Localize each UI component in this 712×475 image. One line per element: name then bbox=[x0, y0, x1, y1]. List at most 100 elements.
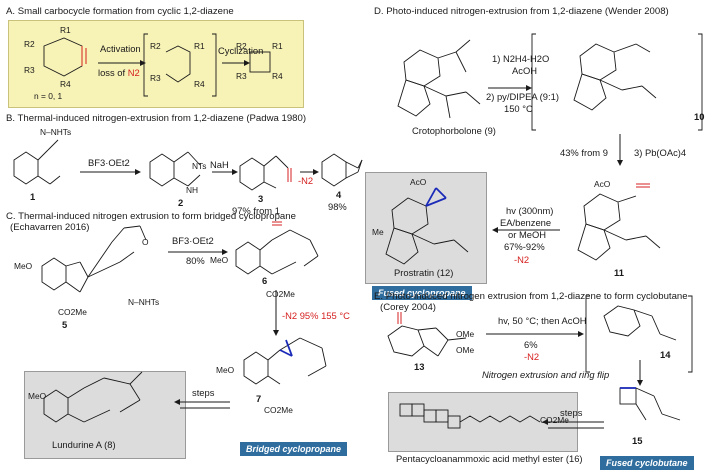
compound-7-structure bbox=[243, 337, 327, 385]
panel-d-yield2: 67%-92% bbox=[504, 241, 545, 252]
panel-d-arrows bbox=[488, 85, 623, 233]
panel-a-cyclization-label: Cyclization bbox=[218, 45, 264, 56]
panel-b-arrows bbox=[80, 169, 319, 175]
prostratin-structure bbox=[385, 187, 469, 265]
panel-d-minus-n2: -N2 bbox=[514, 254, 530, 265]
panel-a-n-label: n = 0, 1 bbox=[34, 91, 63, 101]
prostratin-gray-box bbox=[365, 172, 487, 284]
compound-2-structure bbox=[149, 151, 201, 187]
compound-2-label: 2 bbox=[178, 197, 184, 208]
panel-a-loss-label: loss of N2 bbox=[98, 67, 140, 79]
compound-5-meo: MeO bbox=[14, 261, 33, 271]
compound-3-yield: 97% from 1 bbox=[232, 205, 280, 216]
panel-b-reagent-nah: NaH bbox=[210, 159, 229, 170]
panel-a-highlight-box bbox=[8, 20, 304, 108]
prostratin-me: Me bbox=[372, 227, 384, 237]
compound-6-co2me: CO2Me bbox=[266, 289, 295, 299]
compound-6-meo: MeO bbox=[210, 255, 229, 265]
panel-e-steps: steps bbox=[560, 407, 583, 418]
loss-of-text: loss of bbox=[98, 67, 126, 78]
compound-13-ome1: OMe bbox=[456, 329, 475, 339]
compound-1-nnhts: N–NHTs bbox=[40, 127, 72, 137]
compound-6-structure bbox=[235, 221, 319, 275]
panel-a-product-r2: R2 bbox=[236, 41, 247, 51]
compound-13-structure bbox=[387, 312, 467, 357]
lundurine-name: Lundurine A (8) bbox=[52, 439, 116, 450]
pentacycloanammoxic-co2me: CO2Me bbox=[540, 415, 569, 425]
panel-d-step2: 2) py/DIPEA (9:1) bbox=[486, 91, 559, 102]
panel-e-note: Nitrogen extrusion and ring flip bbox=[482, 369, 610, 380]
panel-e-subtitle: (Corey 2004) bbox=[380, 302, 436, 313]
panel-a-diazene-structure bbox=[43, 37, 87, 77]
lundurine-gray-box bbox=[24, 371, 186, 459]
panel-a-bracket-intermediate bbox=[143, 33, 217, 97]
compound-7-label: 7 bbox=[256, 393, 262, 404]
panel-a-r2: R2 bbox=[24, 39, 35, 49]
compound-11-aco: AcO bbox=[594, 179, 611, 189]
panel-e-conditions: hv, 50 °C; then AcOH bbox=[498, 315, 587, 326]
prostratin-aco: AcO bbox=[410, 177, 427, 187]
compound-1-label: 1 bbox=[30, 191, 36, 202]
panel-a-arrows bbox=[98, 60, 250, 66]
panel-d-solv2: or MeOH bbox=[508, 229, 547, 240]
compound-3-structure bbox=[239, 155, 292, 191]
compound-4-label: 4 bbox=[336, 189, 342, 200]
crotophorbolone-name: Crotophorbolone (9) bbox=[412, 125, 496, 136]
lundurine-a-structure bbox=[43, 371, 143, 423]
panel-d-step1b: AcOH bbox=[512, 65, 538, 76]
panel-a-bracket-r4: R4 bbox=[194, 79, 205, 89]
n2-text: N2 bbox=[127, 67, 140, 78]
compound-10-label: 10 bbox=[694, 111, 705, 122]
compound-5-nnhts: N–NHTs bbox=[128, 297, 160, 307]
compound-14-label: 14 bbox=[660, 349, 671, 360]
compound-13-label: 13 bbox=[414, 361, 425, 372]
panel-b-reagent-bf3: BF3·OEt2 bbox=[88, 157, 130, 168]
compound-1-structure bbox=[13, 139, 61, 185]
panel-b-title: B. Thermal-induced nitrogen-extrusion fr… bbox=[6, 113, 307, 124]
panel-a-bracket-r2: R2 bbox=[150, 41, 161, 51]
panel-a-activation-label: Activation bbox=[100, 43, 141, 54]
panel-d-yield: 43% from 9 bbox=[560, 147, 608, 158]
panel-a-r4: R4 bbox=[60, 79, 71, 89]
compound-5-label: 5 bbox=[62, 319, 68, 330]
compound-6-label: 6 bbox=[262, 275, 268, 286]
panel-c-steps: steps bbox=[192, 387, 215, 398]
compound-14-structure bbox=[585, 295, 693, 373]
panel-c-subtitle: (Echavarren 2016) bbox=[10, 222, 90, 233]
fused-cyclobutane-tag: Fused cyclobutane bbox=[600, 456, 694, 470]
lundurine-meo: MeO bbox=[28, 391, 47, 401]
panel-c-title: C. Thermal-induced nitrogen extrusion to… bbox=[6, 211, 296, 222]
compound-4-structure bbox=[321, 153, 363, 187]
panel-e-title: E. Photo-induced nitrogen extrusion from… bbox=[374, 291, 688, 302]
compound-15-label: 15 bbox=[632, 435, 643, 446]
panel-c-yield: 80% bbox=[186, 255, 205, 266]
prostratin-name: Prostratin (12) bbox=[394, 267, 454, 278]
panel-e-yield: 6% bbox=[524, 339, 538, 350]
panel-c-conditions: -N2 95% 155 °C bbox=[282, 310, 350, 321]
panel-a-r1: R1 bbox=[60, 25, 71, 35]
compound-4-yield: 98% bbox=[328, 201, 347, 212]
panel-b-minus-n2: -N2 bbox=[298, 175, 314, 186]
panel-a-bracket-r3: R3 bbox=[150, 73, 161, 83]
compound-7-co2me: CO2Me bbox=[264, 405, 293, 415]
compound-11-label: 11 bbox=[614, 267, 624, 278]
panel-a-product-r3: R3 bbox=[236, 71, 247, 81]
panel-c-arrows bbox=[168, 249, 279, 409]
compound-5-structure bbox=[41, 225, 147, 293]
panel-d-step3: 3) Pb(OAc)4 bbox=[634, 147, 687, 158]
panel-d-hv: hv (300nm) bbox=[506, 205, 554, 216]
panel-a-r3: R3 bbox=[24, 65, 35, 75]
panel-a-product-r4: R4 bbox=[272, 71, 283, 81]
bridged-cyclopropane-tag: Bridged cyclopropane bbox=[240, 442, 348, 456]
compound-5-o: O bbox=[142, 237, 149, 247]
panel-e-arrows bbox=[486, 331, 643, 429]
panel-d-step1: 1) N2H4-H2O bbox=[492, 53, 550, 64]
pentacycloanammoxic-name: Pentacycloanammoxic acid methyl ester (1… bbox=[396, 453, 583, 464]
compound-11-structure bbox=[577, 183, 661, 261]
compound-7-meo: MeO bbox=[216, 365, 235, 375]
compound-3-label: 3 bbox=[258, 193, 264, 204]
panel-d-title: D. Photo-induced nitrogen-extrusion from… bbox=[374, 6, 669, 17]
fused-cyclopropane-tag: Fused cyclopropane bbox=[372, 286, 472, 300]
panel-a-bracket-r1: R1 bbox=[194, 41, 205, 51]
